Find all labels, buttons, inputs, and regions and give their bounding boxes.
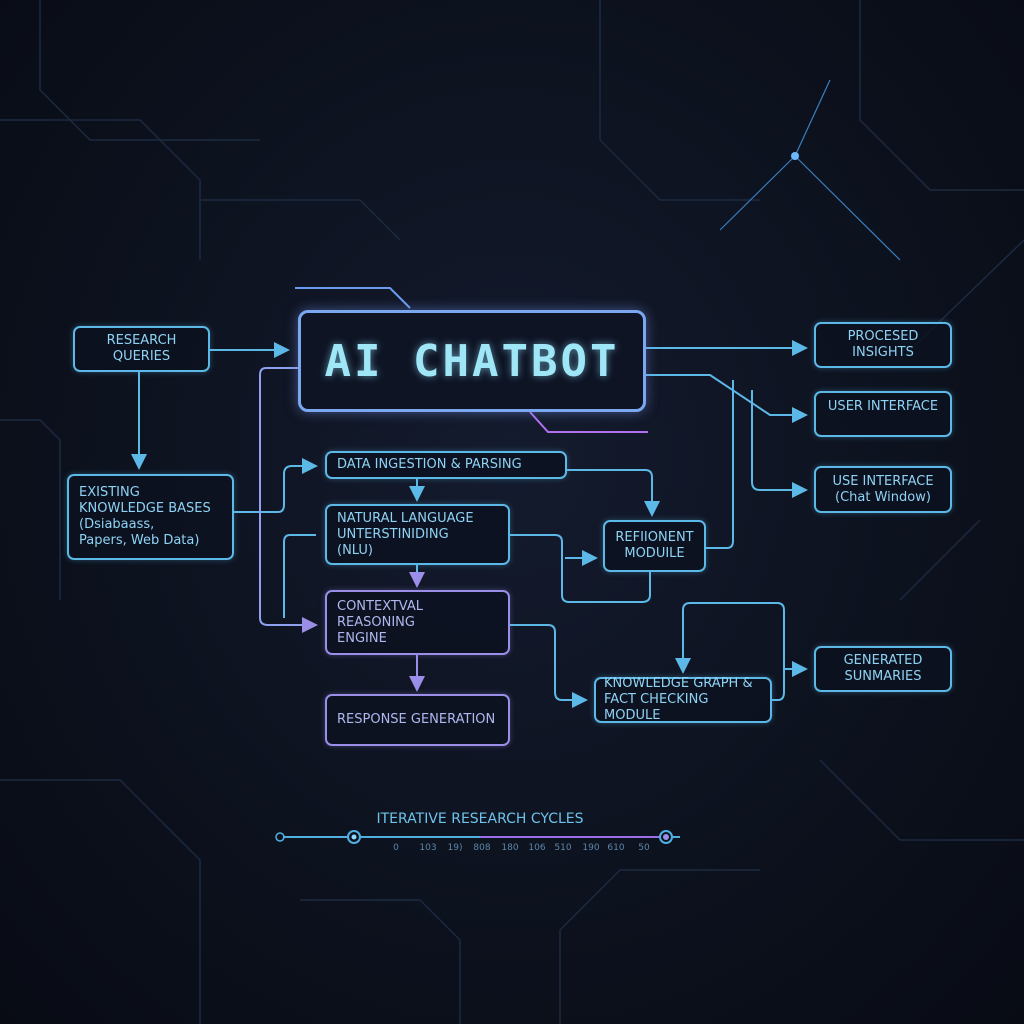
generated-summaries-box: GENERATED SUNMARIES — [814, 646, 952, 692]
cycles-title: ITERATIVE RESEARCH CYCLES — [376, 811, 584, 827]
page-title: AI CHATBOT — [324, 335, 620, 387]
cycle-tick: 50 — [638, 843, 650, 853]
cycles-timeline — [275, 830, 680, 844]
cycle-tick: 808 — [473, 843, 491, 853]
knowledge-bases-box: EXISTING KNOWLEDGE BASES (Dsiabaass, Pap… — [67, 474, 234, 560]
nlu-box: NATURAL LANGUAGE UNTERSTINIDING (NLU) — [325, 504, 510, 565]
chat-window-box: USE INTERFACE (Chat Window) — [814, 466, 952, 513]
cycle-tick: 103 — [419, 843, 437, 853]
data-ingestion-box: DATA INGESTION & PARSING — [325, 451, 567, 479]
cycle-tick: 610 — [607, 843, 625, 853]
contextual-reasoning-box: CONTEXTVAL REASONING ENGINE — [325, 590, 510, 655]
user-interface-box: USER INTERFACE — [814, 391, 952, 437]
cycle-tick: 19) — [447, 843, 463, 853]
cycle-tick: 190 — [582, 843, 600, 853]
cycle-tick: 0 — [393, 843, 399, 853]
response-generation-box: RESPONSE GENERATION — [325, 694, 510, 746]
knowledge-graph-box: KNOWLEDGE GRAPH & FACT CHECKING MODULE — [594, 676, 772, 723]
cycle-tick: 510 — [554, 843, 572, 853]
refinement-module-box: REFIIONENT MODUILE — [603, 520, 706, 572]
processed-insights-box: PROCESED INSIGHTS — [814, 322, 952, 368]
ai-chatbot-box: AI CHATBOT — [298, 310, 646, 412]
cycle-tick: 180 — [501, 843, 519, 853]
cycle-tick: 106 — [528, 843, 546, 853]
research-queries-box: RESEARCH QUERIES — [73, 326, 210, 372]
